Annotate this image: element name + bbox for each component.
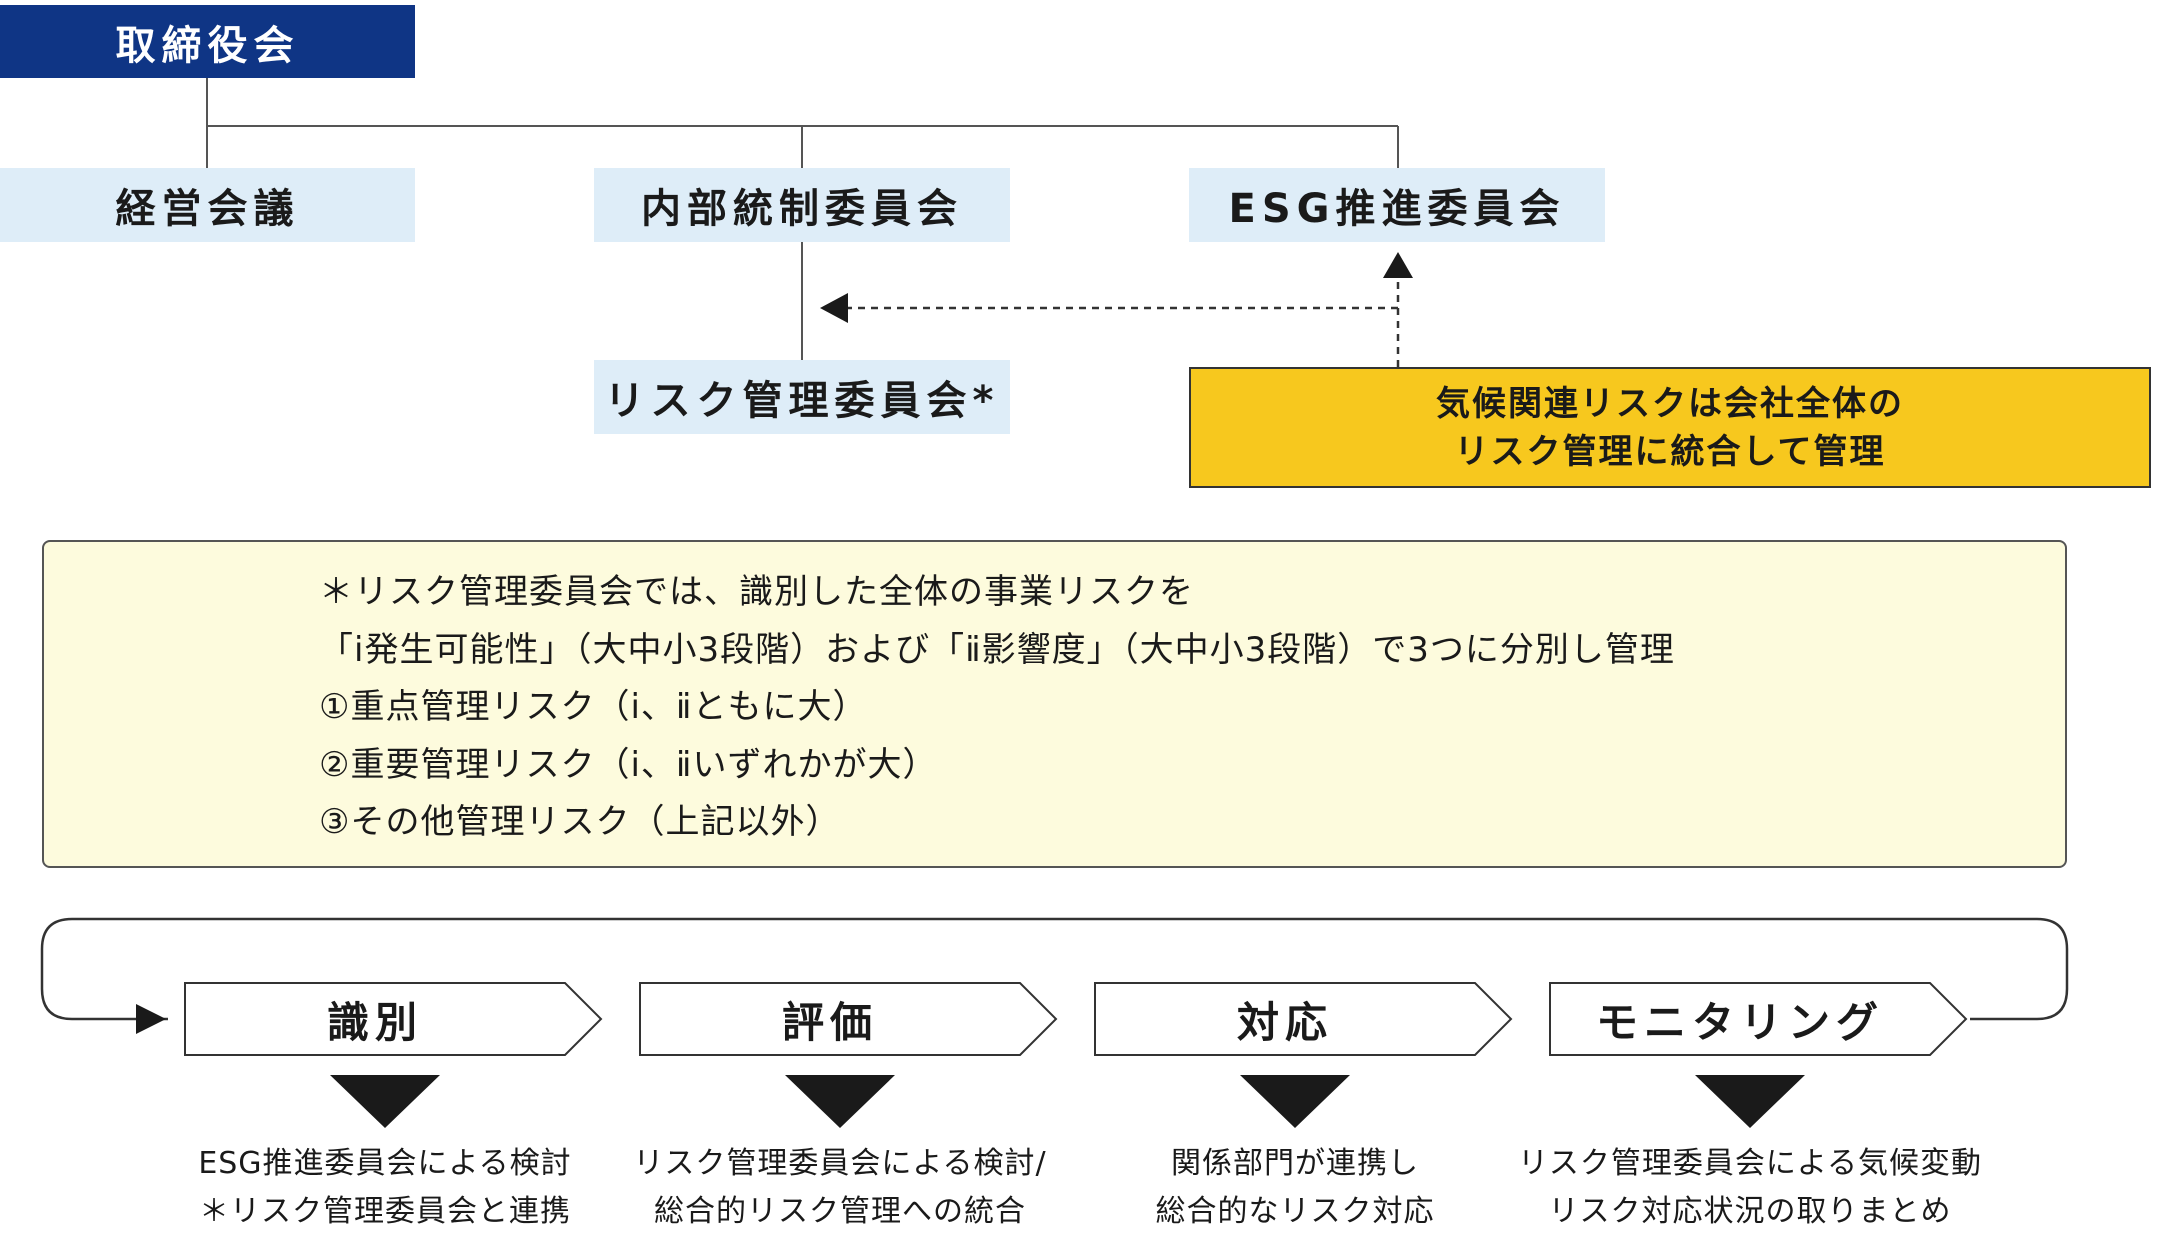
step-assess-desc: リスク管理委員会による検討/ 総合的リスク管理への統合 bbox=[600, 1140, 1080, 1236]
integration-note-line: リスク管理に統合して管理 bbox=[1454, 431, 1886, 472]
footnote-line: ②重要管理リスク（ⅰ、ⅱいずれかが大） bbox=[319, 744, 938, 785]
step-identify: 識別 bbox=[326, 997, 423, 1047]
cycle-arrow-head bbox=[136, 1004, 166, 1034]
step-respond-desc: 関係部門が連携し 総合的なリスク対応 bbox=[1055, 1140, 1535, 1236]
desc-line: 関係部門が連携し bbox=[1171, 1146, 1419, 1181]
desc-line: ＊リスク管理委員会と連携 bbox=[199, 1194, 571, 1229]
down-arrow-identify bbox=[330, 1075, 440, 1128]
chevron-assess bbox=[639, 982, 1058, 1056]
risk-management-committee: リスク管理委員会* bbox=[594, 360, 1010, 434]
desc-line: 総合的リスク管理への統合 bbox=[654, 1194, 1026, 1229]
desc-line: リスク管理委員会による気候変動 bbox=[1517, 1146, 1983, 1181]
esg-committee: ESG推進委員会 bbox=[1189, 168, 1605, 242]
arrow-up-to-esg bbox=[1383, 252, 1413, 278]
desc-line: ESG推進委員会による検討 bbox=[198, 1146, 572, 1181]
management-meeting: 経営会議 bbox=[0, 168, 415, 242]
footnote-panel: ＊リスク管理委員会では、識別した全体の事業リスクを 「ⅰ発生可能性」（大中小3段… bbox=[42, 540, 2067, 868]
chevron-monitor bbox=[1549, 982, 1968, 1056]
chevron-identify bbox=[184, 982, 603, 1056]
down-arrow-respond bbox=[1240, 1075, 1350, 1128]
step-monitor: モニタリング bbox=[1595, 997, 1884, 1047]
down-arrow-monitor bbox=[1695, 1075, 1805, 1128]
internal-control-committee: 内部統制委員会 bbox=[594, 168, 1010, 242]
arrow-left-to-risk bbox=[820, 293, 848, 323]
down-arrow-assess bbox=[785, 1075, 895, 1128]
desc-line: リスク対応状況の取りまとめ bbox=[1548, 1194, 1952, 1229]
desc-line: 総合的なリスク対応 bbox=[1155, 1194, 1435, 1229]
footnote-line: 「ⅰ発生可能性」（大中小3段階）および「ⅱ影響度」（大中小3段階）で3つに分別し… bbox=[319, 629, 1675, 670]
step-respond: 対応 bbox=[1236, 997, 1333, 1047]
step-monitor-desc: リスク管理委員会による気候変動 リスク対応状況の取りまとめ bbox=[1510, 1140, 1990, 1236]
step-assess: 評価 bbox=[781, 997, 878, 1047]
desc-line: リスク管理委員会による検討/ bbox=[633, 1146, 1047, 1181]
step-identify-desc: ESG推進委員会による検討 ＊リスク管理委員会と連携 bbox=[145, 1140, 625, 1236]
cycle-loop bbox=[40, 917, 2069, 1021]
integration-note-line: 気候関連リスクは会社全体の bbox=[1436, 383, 1904, 424]
footnote-text: ＊リスク管理委員会では、識別した全体の事業リスクを 「ⅰ発生可能性」（大中小3段… bbox=[319, 564, 1675, 852]
footnote-line: ①重点管理リスク（ⅰ、ⅱともに大） bbox=[319, 687, 868, 727]
climate-integration-note: 気候関連リスクは会社全体の リスク管理に統合して管理 bbox=[1189, 367, 2151, 488]
footnote-line: ③その他管理リスク（上記以外） bbox=[319, 802, 841, 842]
footnote-line: ＊リスク管理委員会では、識別した全体の事業リスクを bbox=[319, 572, 1194, 612]
board-of-directors: 取締役会 bbox=[0, 5, 415, 78]
chevron-respond bbox=[1094, 982, 1513, 1056]
